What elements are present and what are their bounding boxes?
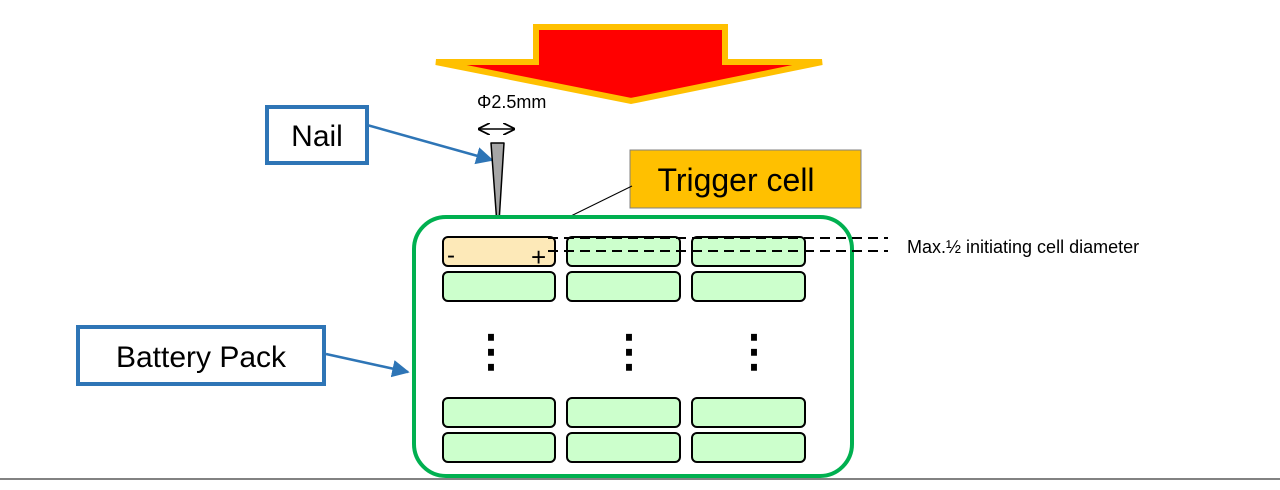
nail-leader-arrow bbox=[366, 123, 494, 165]
cells-ellipsis: ⋮ bbox=[469, 327, 513, 376]
nail-icon bbox=[490, 142, 505, 239]
trigger-cell-label: Trigger cell bbox=[657, 162, 814, 198]
battery-pack-label: Battery Pack bbox=[116, 341, 287, 374]
nail-label: Nail bbox=[291, 120, 343, 153]
gap-note-label: Max.½ initiating cell diameter bbox=[907, 237, 1139, 257]
cell bbox=[442, 432, 556, 463]
cell bbox=[442, 397, 556, 428]
cell bbox=[691, 271, 806, 302]
cell bbox=[691, 397, 806, 428]
battery-pack-label-box bbox=[76, 325, 326, 386]
cells-ellipsis: ⋮ bbox=[732, 327, 776, 376]
cell bbox=[566, 397, 681, 428]
nail-label-box bbox=[265, 105, 369, 165]
cells-ellipsis: ⋮ bbox=[607, 327, 651, 376]
cell bbox=[442, 271, 556, 302]
cell bbox=[566, 271, 681, 302]
battery-pack-leader-arrow bbox=[325, 352, 410, 378]
cell bbox=[691, 432, 806, 463]
trigger-cell-minus-terminal: - bbox=[447, 242, 455, 269]
trigger-cell-plus-terminal: + bbox=[531, 242, 546, 272]
nail-diameter-label: Φ2.5mm bbox=[477, 92, 546, 112]
downward-force-arrow bbox=[435, 24, 823, 105]
trigger-cell-label-box bbox=[629, 149, 862, 209]
cell bbox=[566, 432, 681, 463]
